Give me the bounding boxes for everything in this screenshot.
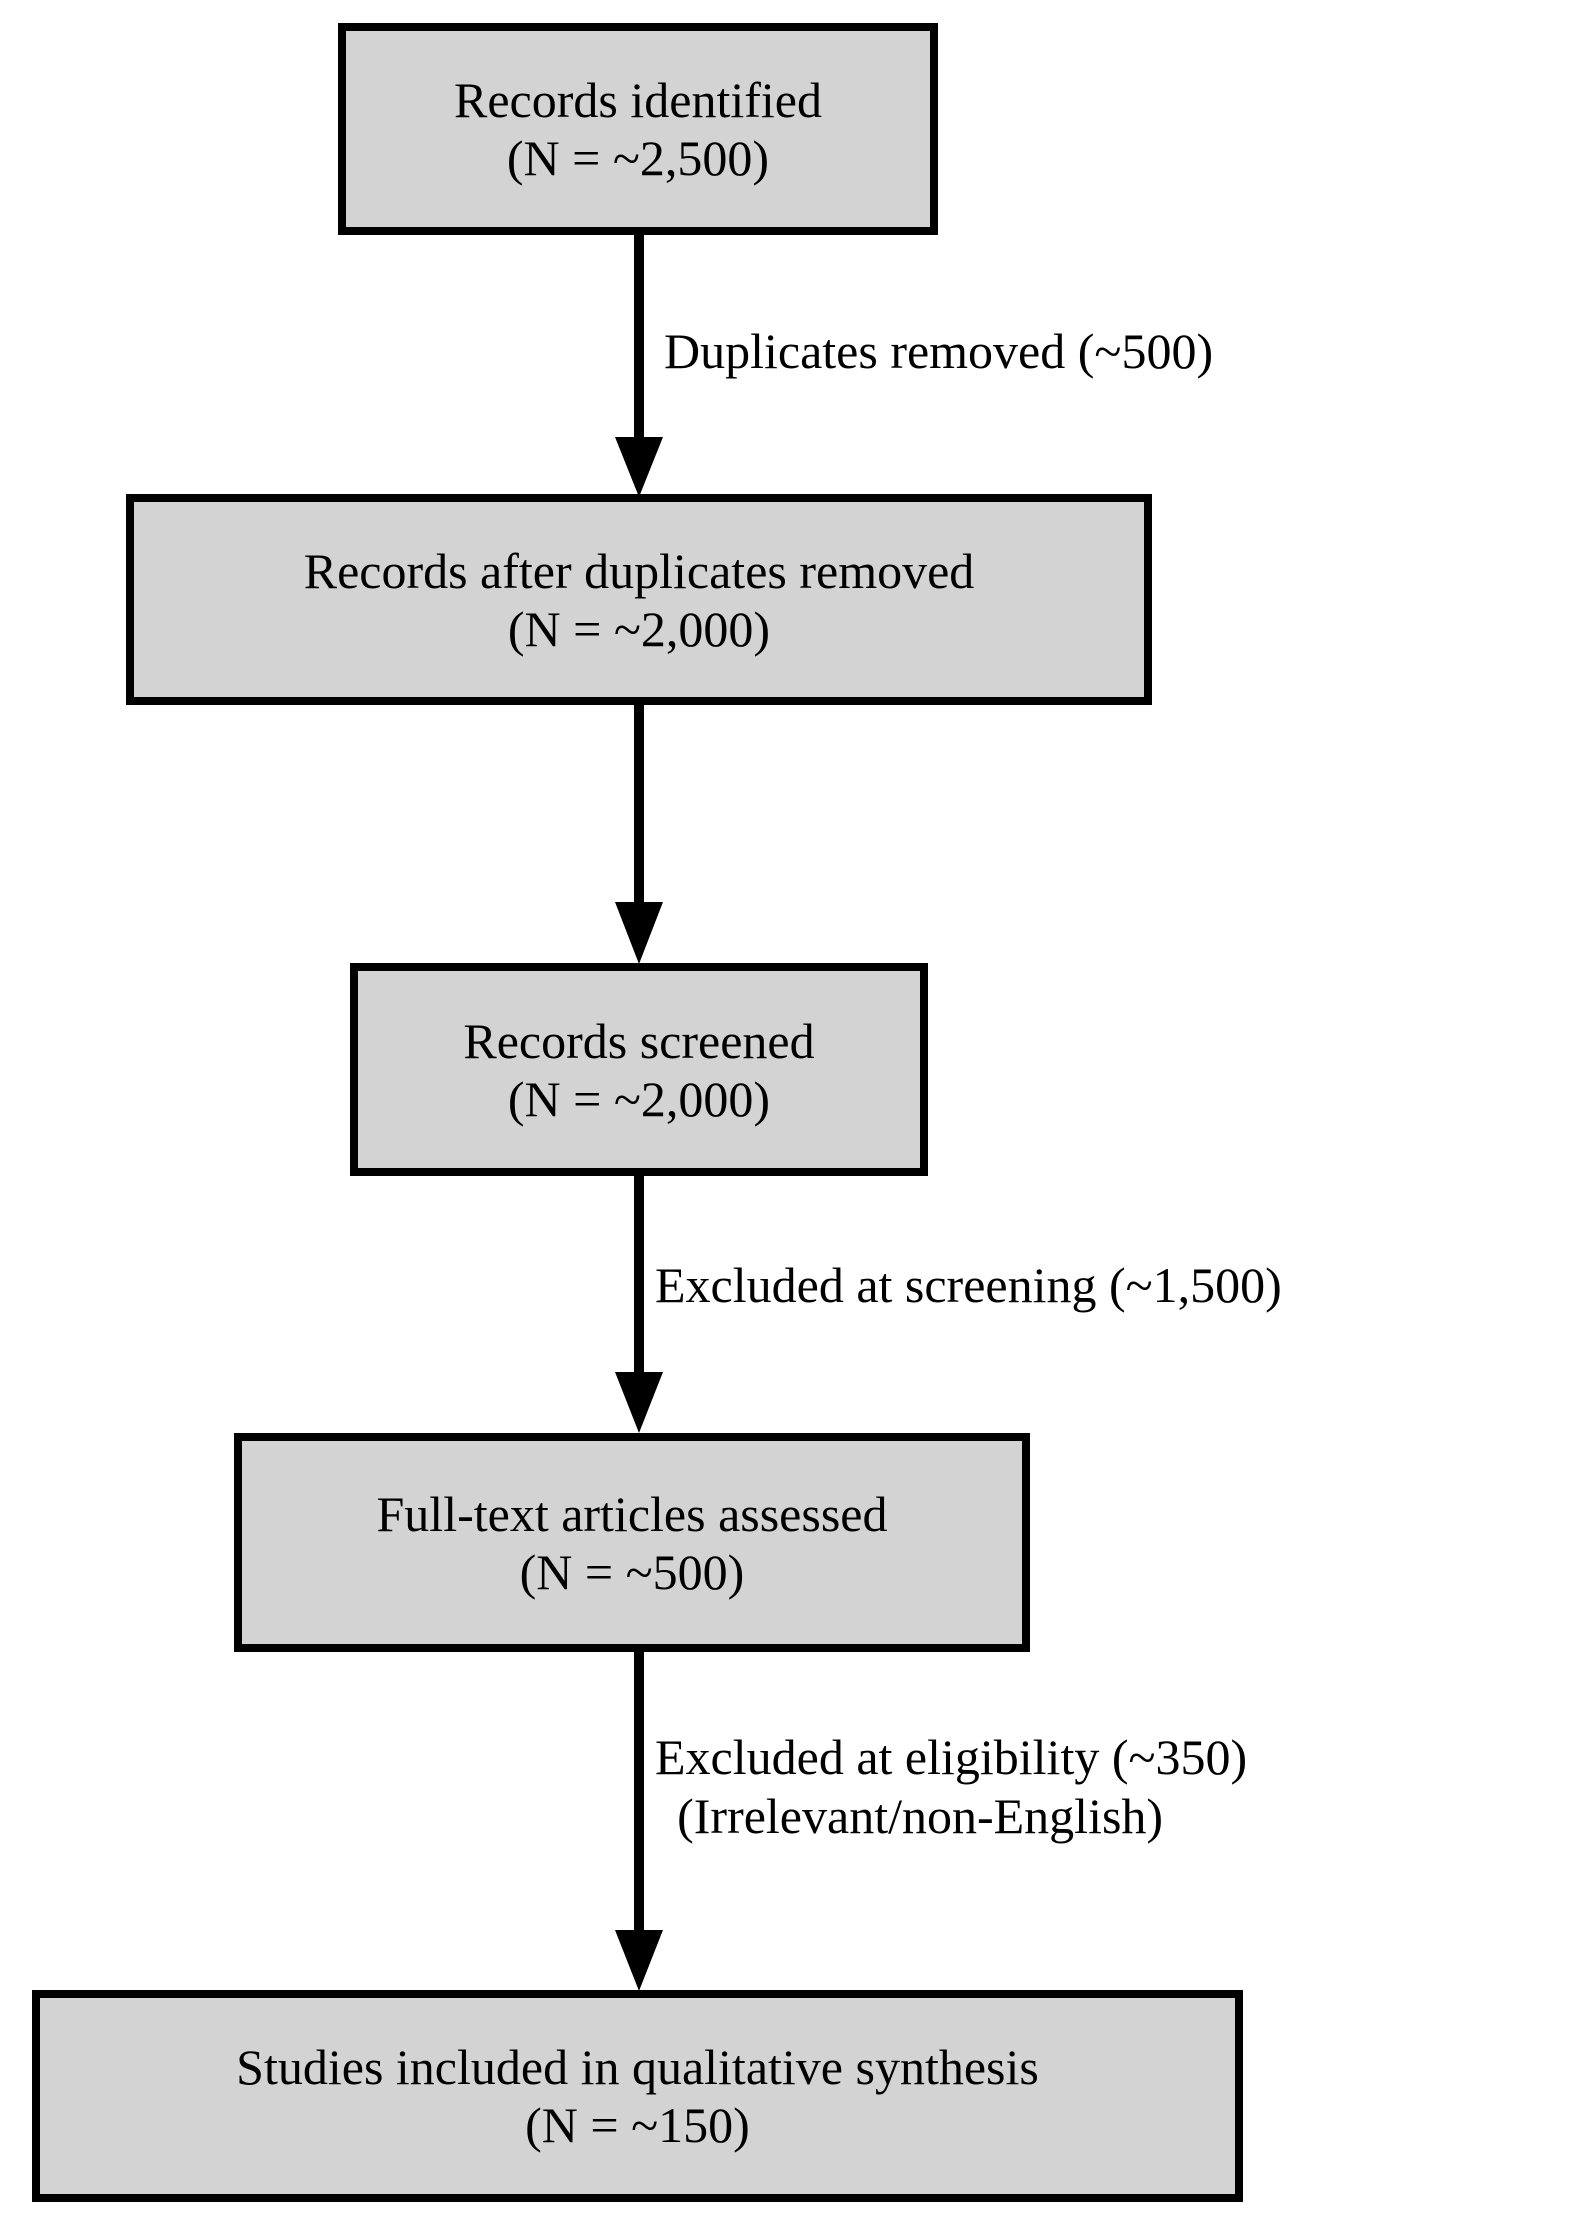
node-fulltext-articles-line1: Full-text articles assessed bbox=[376, 1485, 888, 1542]
node-studies-included-line1: Studies included in qualitative synthesi… bbox=[236, 2039, 1039, 2095]
arrow-fulltext-to-included bbox=[613, 1652, 665, 1992]
node-records-identified-line2: (N = ~2,500) bbox=[506, 130, 770, 186]
node-records-after-duplicates-removed: Records after duplicates removed (N = ~2… bbox=[126, 494, 1152, 705]
node-studies-included-line2: (N = ~150) bbox=[525, 2097, 750, 2153]
node-records-screened-line1: Records screened bbox=[463, 1012, 815, 1069]
edge-label-excluded-at-screening: Excluded at screening (~1,500) bbox=[655, 1257, 1282, 1313]
node-fulltext-articles-assessed: Full-text articles assessed (N = ~500) bbox=[234, 1433, 1030, 1652]
edge-label-duplicates-removed: Duplicates removed (~500) bbox=[664, 323, 1214, 379]
edge-label-excluded-at-eligibility-line2: (Irrelevant/non-English) bbox=[677, 1788, 1164, 1844]
node-records-screened: Records screened (N = ~2,000) bbox=[350, 963, 928, 1176]
node-records-identified: Records identified (N = ~2,500) bbox=[338, 23, 938, 235]
node-records-screened-line2: (N = ~2,000) bbox=[507, 1070, 771, 1127]
node-records-identified-line1: Records identified bbox=[454, 72, 822, 128]
edge-label-excluded-at-eligibility: Excluded at eligibility (~350) (Irreleva… bbox=[655, 1728, 1247, 1846]
node-studies-included-qualitative-synthesis: Studies included in qualitative synthesi… bbox=[32, 1990, 1243, 2202]
arrow-screened-to-fulltext bbox=[613, 1176, 665, 1434]
arrow-identified-to-after-duplicates bbox=[613, 235, 665, 497]
node-fulltext-articles-line2: (N = ~500) bbox=[519, 1543, 745, 1600]
arrow-after-duplicates-to-screened bbox=[613, 705, 665, 965]
edge-label-excluded-at-eligibility-line1: Excluded at eligibility (~350) bbox=[655, 1729, 1248, 1785]
node-records-after-duplicates-line2: (N = ~2,000) bbox=[507, 600, 771, 657]
node-records-after-duplicates-line1: Records after duplicates removed bbox=[303, 542, 975, 599]
